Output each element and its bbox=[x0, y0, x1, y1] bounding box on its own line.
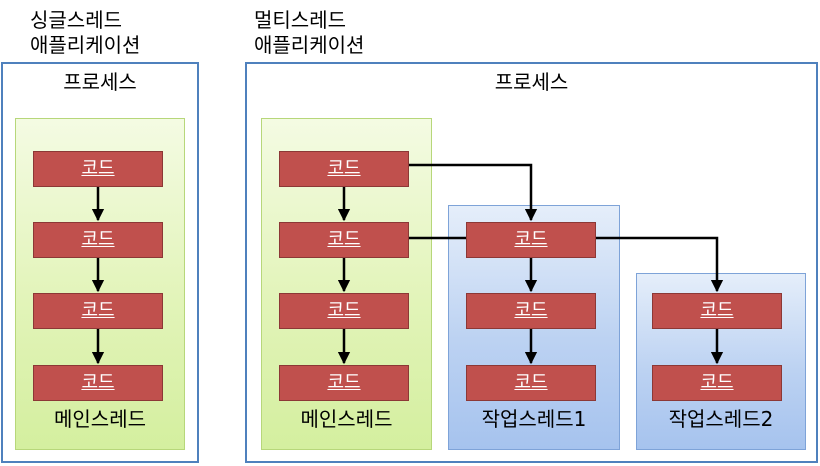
multi-thread-heading: 멀티스레드 애플리케이션 bbox=[254, 8, 364, 58]
worker2-code-block-2: 코드 bbox=[652, 365, 782, 401]
multi-heading-line2: 애플리케이션 bbox=[254, 33, 365, 57]
multi-process-label: 프로세스 bbox=[494, 70, 569, 94]
worker1-code-block-3: 코드 bbox=[466, 365, 596, 401]
single-heading-line2: 애플리케이션 bbox=[30, 33, 141, 57]
multi-main-code-block-2: 코드 bbox=[279, 222, 409, 258]
worker2-code-block-1: 코드 bbox=[652, 293, 782, 329]
single-code-block-1: 코드 bbox=[33, 151, 163, 187]
multi-main-thread-label: 메인스레드 bbox=[300, 407, 393, 431]
worker1-code-block-2: 코드 bbox=[466, 293, 596, 329]
worker-thread-1-label: 작업스레드1 bbox=[481, 407, 587, 431]
single-main-thread-label: 메인스레드 bbox=[54, 407, 146, 431]
multi-main-code-block-4: 코드 bbox=[279, 365, 409, 401]
single-heading-line1: 싱글스레드 bbox=[30, 8, 122, 32]
single-code-block-3: 코드 bbox=[33, 293, 163, 329]
single-thread-heading: 싱글스레드 애플리케이션 bbox=[30, 8, 140, 58]
worker-thread-2-label: 작업스레드2 bbox=[668, 407, 774, 431]
multi-main-code-block-3: 코드 bbox=[279, 293, 409, 329]
worker1-code-block-1: 코드 bbox=[466, 222, 596, 258]
multi-heading-line1: 멀티스레드 bbox=[254, 8, 346, 32]
single-process-label: 프로세스 bbox=[63, 70, 137, 94]
single-code-block-4: 코드 bbox=[33, 365, 163, 401]
single-code-block-2: 코드 bbox=[33, 222, 163, 258]
multi-main-code-block-1: 코드 bbox=[279, 151, 409, 187]
